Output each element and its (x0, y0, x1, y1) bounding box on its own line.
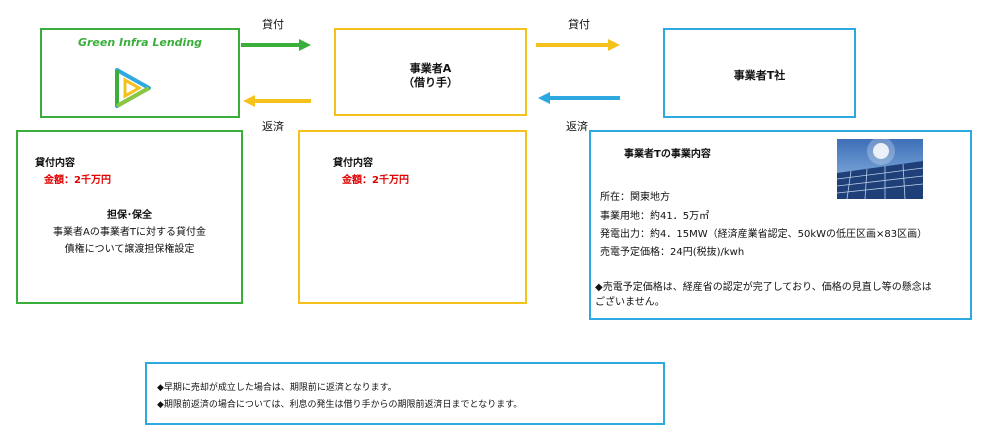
lend-label-1: 貸付 (262, 18, 284, 31)
company-note-line-2: ございません。 (595, 297, 665, 308)
company-t-box: 事業者T社 (663, 28, 856, 118)
footer-notes-box: ◆早期に売却が成立した場合は、期限前に返済となります。 ◆期限前返済の場合につい… (145, 362, 665, 425)
repay-label-1: 返済 (262, 120, 284, 133)
repay-label-2: 返済 (566, 120, 588, 133)
borrower-name: 事業者A (409, 62, 452, 75)
company-t-name: 事業者T社 (733, 69, 786, 82)
company-capacity: 発電出力：約4．15MW（経済産業省認定、50kWの低圧区画×83区画） (600, 229, 928, 240)
lender-detail-heading: 貸付内容 (35, 158, 75, 169)
collateral-heading: 担保･保全 (107, 210, 152, 221)
lender-box: Green Infra Lending (40, 28, 240, 118)
company-land: 事業用地：約41．5万㎡ (600, 211, 710, 222)
borrower-box: 事業者A （借り手） (334, 28, 527, 116)
lend-arrow-2 (536, 39, 620, 51)
collateral-line-2: 債権について譲渡担保権設定 (64, 244, 195, 255)
borrower-detail-box: 貸付内容 金額：2千万円 (298, 130, 527, 304)
borrower-detail-amount: 金額：2千万円 (342, 175, 409, 186)
collateral-line-1: 事業者Aの事業者Tに対する貸付金 (53, 227, 206, 238)
company-note-line-1: ◆売電予定価格は、経産省の認定が完了しており、価格の見直し等の懸念は (595, 282, 932, 293)
triangle-logo-icon (115, 68, 151, 108)
lender-name: Green Infra Lending (77, 36, 203, 49)
borrower-role: （借り手） (403, 76, 458, 89)
footer-note-2: ◆期限前返済の場合については、利息の発生は借り手からの期限前返済日までとなります… (157, 400, 523, 410)
lender-detail-box: 貸付内容 金額：2千万円 担保･保全 事業者Aの事業者Tに対する貸付金 債権につ… (16, 130, 243, 304)
company-location: 所在：関東地方 (600, 192, 670, 203)
repay-arrow-2 (538, 92, 620, 104)
company-detail-box: 事業者Tの事業内容 所在：関東地方 事業用地：約41．5万㎡ 発電出力：約4．1… (589, 130, 972, 320)
lend-label-2: 貸付 (568, 18, 590, 31)
repay-arrow-1 (243, 95, 311, 107)
company-price: 売電予定価格：24円(税抜)/kwh (600, 247, 745, 258)
borrower-detail-heading: 貸付内容 (333, 158, 373, 169)
footer-note-1: ◆早期に売却が成立した場合は、期限前に返済となります。 (157, 383, 397, 393)
lender-detail-amount: 金額：2千万円 (44, 175, 111, 186)
solar-panel-photo (837, 139, 923, 199)
company-detail-heading: 事業者Tの事業内容 (624, 149, 711, 160)
lend-arrow-1 (241, 39, 311, 51)
